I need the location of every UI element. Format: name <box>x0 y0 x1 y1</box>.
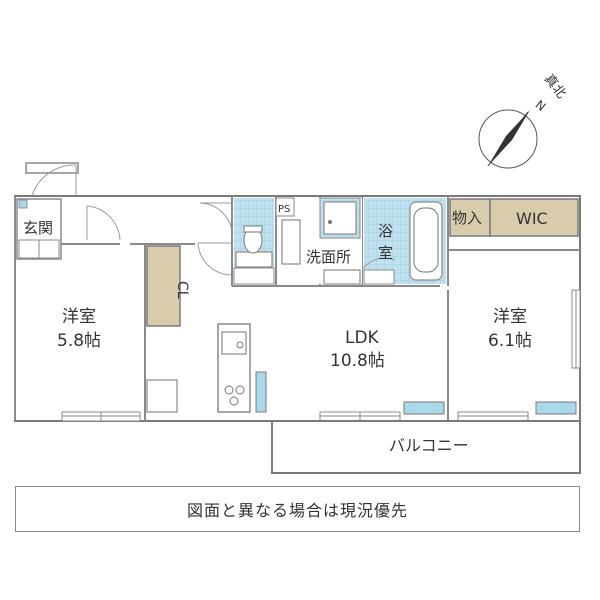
bathroom-label-bottom: 室 <box>378 244 393 262</box>
bathroom: 浴 室 <box>361 198 446 285</box>
ps-label: PS <box>278 204 290 215</box>
balcony-label: バルコニー <box>389 436 469 455</box>
compass-label: 真北 <box>541 72 569 102</box>
kitchen <box>146 323 267 413</box>
washroom-label: 洗面所 <box>306 248 351 266</box>
entrance-door <box>25 162 79 200</box>
ldk-room: LDK 10.8帖 <box>319 328 445 422</box>
wic-label: WIC <box>516 209 548 228</box>
storage-label: 物入 <box>452 209 482 227</box>
western-room-right: 洋室 6.1帖 <box>457 289 581 422</box>
pipe-space: PS <box>275 197 295 217</box>
closet-label: CL <box>174 281 190 299</box>
walk-in-closet: WIC <box>489 198 579 237</box>
storage: 物入 <box>449 198 491 237</box>
western-room-left-size: 5.8帖 <box>57 331 101 351</box>
entrance-label: 玄関 <box>23 219 53 237</box>
western-room-left-name: 洋室 <box>62 307 96 327</box>
entrance: 玄関 <box>16 198 62 260</box>
washroom: 洗面所 <box>281 197 362 285</box>
compass-axis <box>487 111 529 167</box>
bathroom-label-top: 浴 <box>378 222 393 240</box>
western-room-right-name: 洋室 <box>493 307 527 327</box>
compass-circle <box>478 109 538 169</box>
balcony: バルコニー <box>271 420 581 474</box>
closet: CL <box>146 245 190 327</box>
notice-text: 図面と異なる場合は現況優先 <box>186 501 408 520</box>
ldk-size: 10.8帖 <box>330 351 385 371</box>
western-room-right-size: 6.1帖 <box>488 331 532 351</box>
western-room-left: 洋室 5.8帖 <box>57 307 141 422</box>
toilet-room <box>233 198 275 285</box>
ldk-name: LDK <box>345 328 380 348</box>
compass: N 真北 <box>478 72 569 169</box>
compass-north-letter: N <box>533 97 549 114</box>
notice-box: 図面と異なる場合は現況優先 <box>15 486 580 532</box>
